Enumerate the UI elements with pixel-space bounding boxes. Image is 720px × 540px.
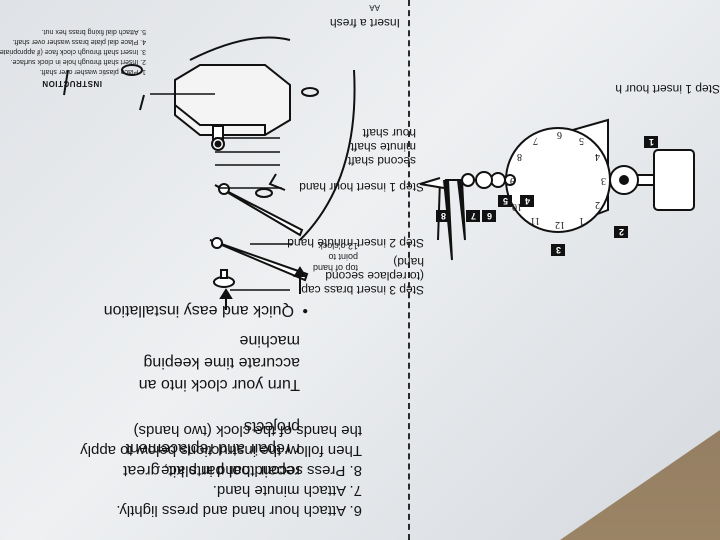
dial-number-2: 2 [595,199,600,210]
part-tag-7: 7 [471,211,476,221]
hour-hand-drawing [214,184,304,237]
pendulum-arc [299,69,356,241]
part-number-tags: 1 2 3 4 5 6 7 8 [436,136,658,256]
dial-number-4: 4 [595,151,600,162]
dial-number-9: 9 [510,175,515,186]
part-tag-4: 4 [525,196,530,206]
part-tag-5: 5 [503,196,508,206]
part-tag-1: 1 [649,137,654,147]
fold-line [408,0,410,540]
dial-number-10: 10 [512,201,522,212]
dial-number-3: 3 [601,175,606,186]
dial-number-8: 8 [517,151,522,162]
part-tag-2: 2 [619,227,624,237]
part-tag-8: 8 [441,211,446,221]
part-tag-6: 6 [487,211,492,221]
part-tag-3: 3 [556,245,561,255]
dial-number-5: 5 [579,135,584,146]
dial-numbers: 12 11 10 9 8 7 6 5 4 3 2 1 [510,129,606,230]
dial-number-6: 6 [557,129,562,140]
dial-number-11: 11 [530,215,540,226]
dial-number-12: 12 [555,219,565,230]
dial-number-1: 1 [579,215,584,226]
dial-number-7: 7 [533,135,538,146]
brass-cap-drawing [213,269,235,288]
